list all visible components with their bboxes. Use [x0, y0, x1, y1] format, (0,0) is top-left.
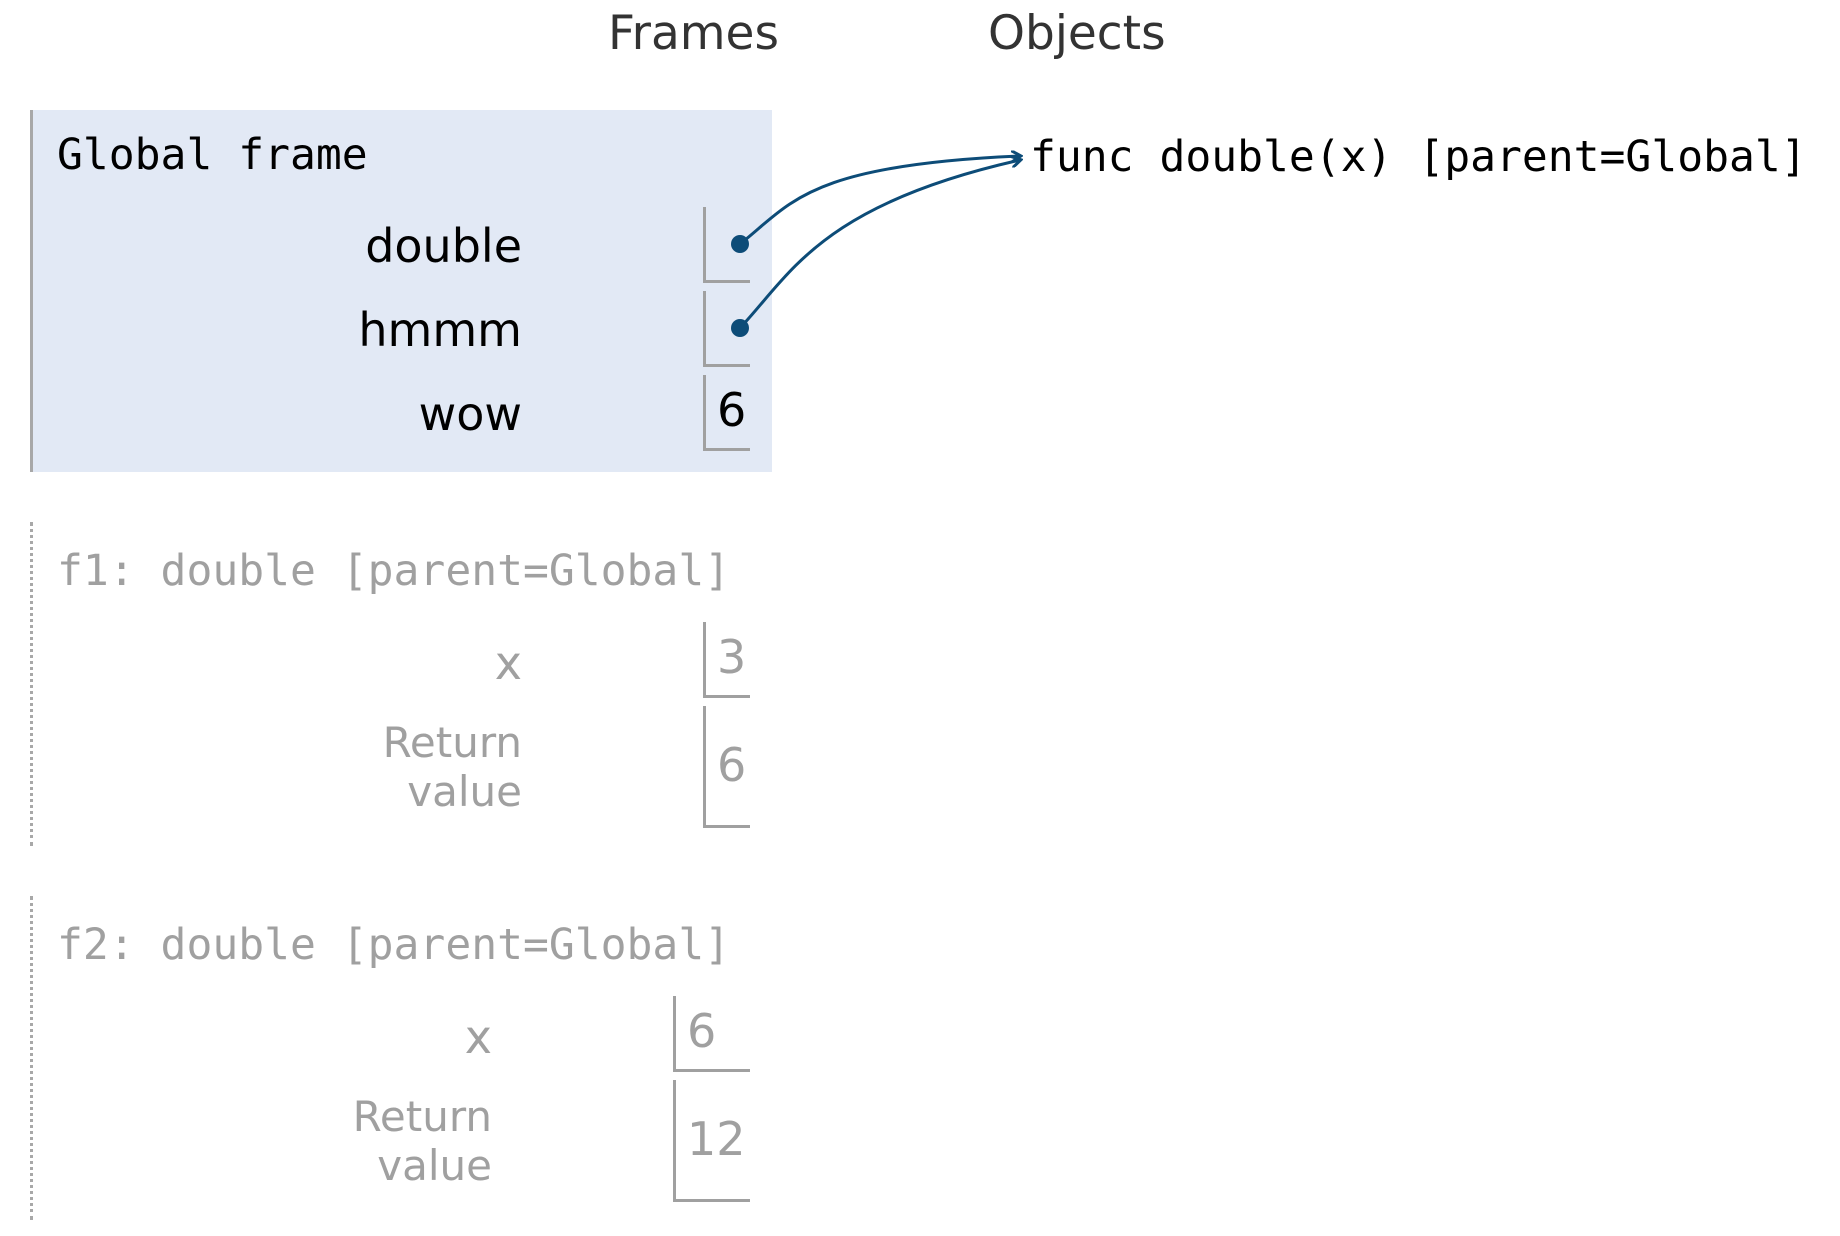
f2-return-value: 12	[687, 1112, 746, 1166]
f2-return-value-box: 12	[673, 1080, 750, 1202]
f2-var-value-x: 6	[687, 1004, 717, 1058]
global-frame-title: Global frame	[57, 130, 368, 180]
f1-frame-title: f1: double [parent=Global]	[57, 546, 731, 596]
var-value-wow: 6	[717, 383, 747, 437]
f2-return-label-line1: Return	[352, 1092, 492, 1141]
f1-var-value-x: 3	[717, 630, 747, 684]
f1-var-value-box-x: 3	[703, 622, 750, 698]
pointer-double-to-func	[739, 156, 1020, 246]
f1-frame: f1: double [parent=Global] x 3 Return va…	[30, 522, 772, 846]
var-name-double: double	[365, 219, 522, 273]
f1-var-name-x: x	[494, 636, 522, 690]
f2-var-value-box-x: 6	[673, 996, 750, 1072]
f2-var-name-x: x	[464, 1010, 492, 1064]
f1-return-value-box: 6	[703, 706, 750, 828]
f1-return-value: 6	[717, 738, 747, 792]
f2-return-label: Return value	[353, 1092, 492, 1190]
f2-frame-title: f2: double [parent=Global]	[57, 920, 731, 970]
f1-return-label-line1: Return	[382, 718, 522, 767]
pointer-hmmm-to-func	[738, 160, 1020, 330]
var-value-box-double	[703, 207, 750, 283]
f2-return-label-line2: value	[377, 1141, 492, 1190]
f2-frame: f2: double [parent=Global] x 6 Return va…	[30, 896, 772, 1220]
objects-heading: Objects	[988, 6, 1166, 61]
f1-return-label: Return value	[383, 718, 522, 816]
var-name-hmmm: hmmm	[358, 303, 522, 357]
frames-heading: Frames	[608, 6, 779, 61]
pointer-dot-double	[731, 235, 749, 253]
pointer-dot-hmmm	[731, 319, 749, 337]
var-value-box-hmmm	[703, 291, 750, 367]
var-name-wow: wow	[418, 387, 522, 441]
f1-return-label-line2: value	[407, 767, 522, 816]
var-value-box-wow: 6	[703, 375, 750, 451]
func-object: func double(x) [parent=Global]	[1030, 132, 1807, 182]
global-frame: Global frame double hmmm wow 6	[30, 110, 772, 472]
